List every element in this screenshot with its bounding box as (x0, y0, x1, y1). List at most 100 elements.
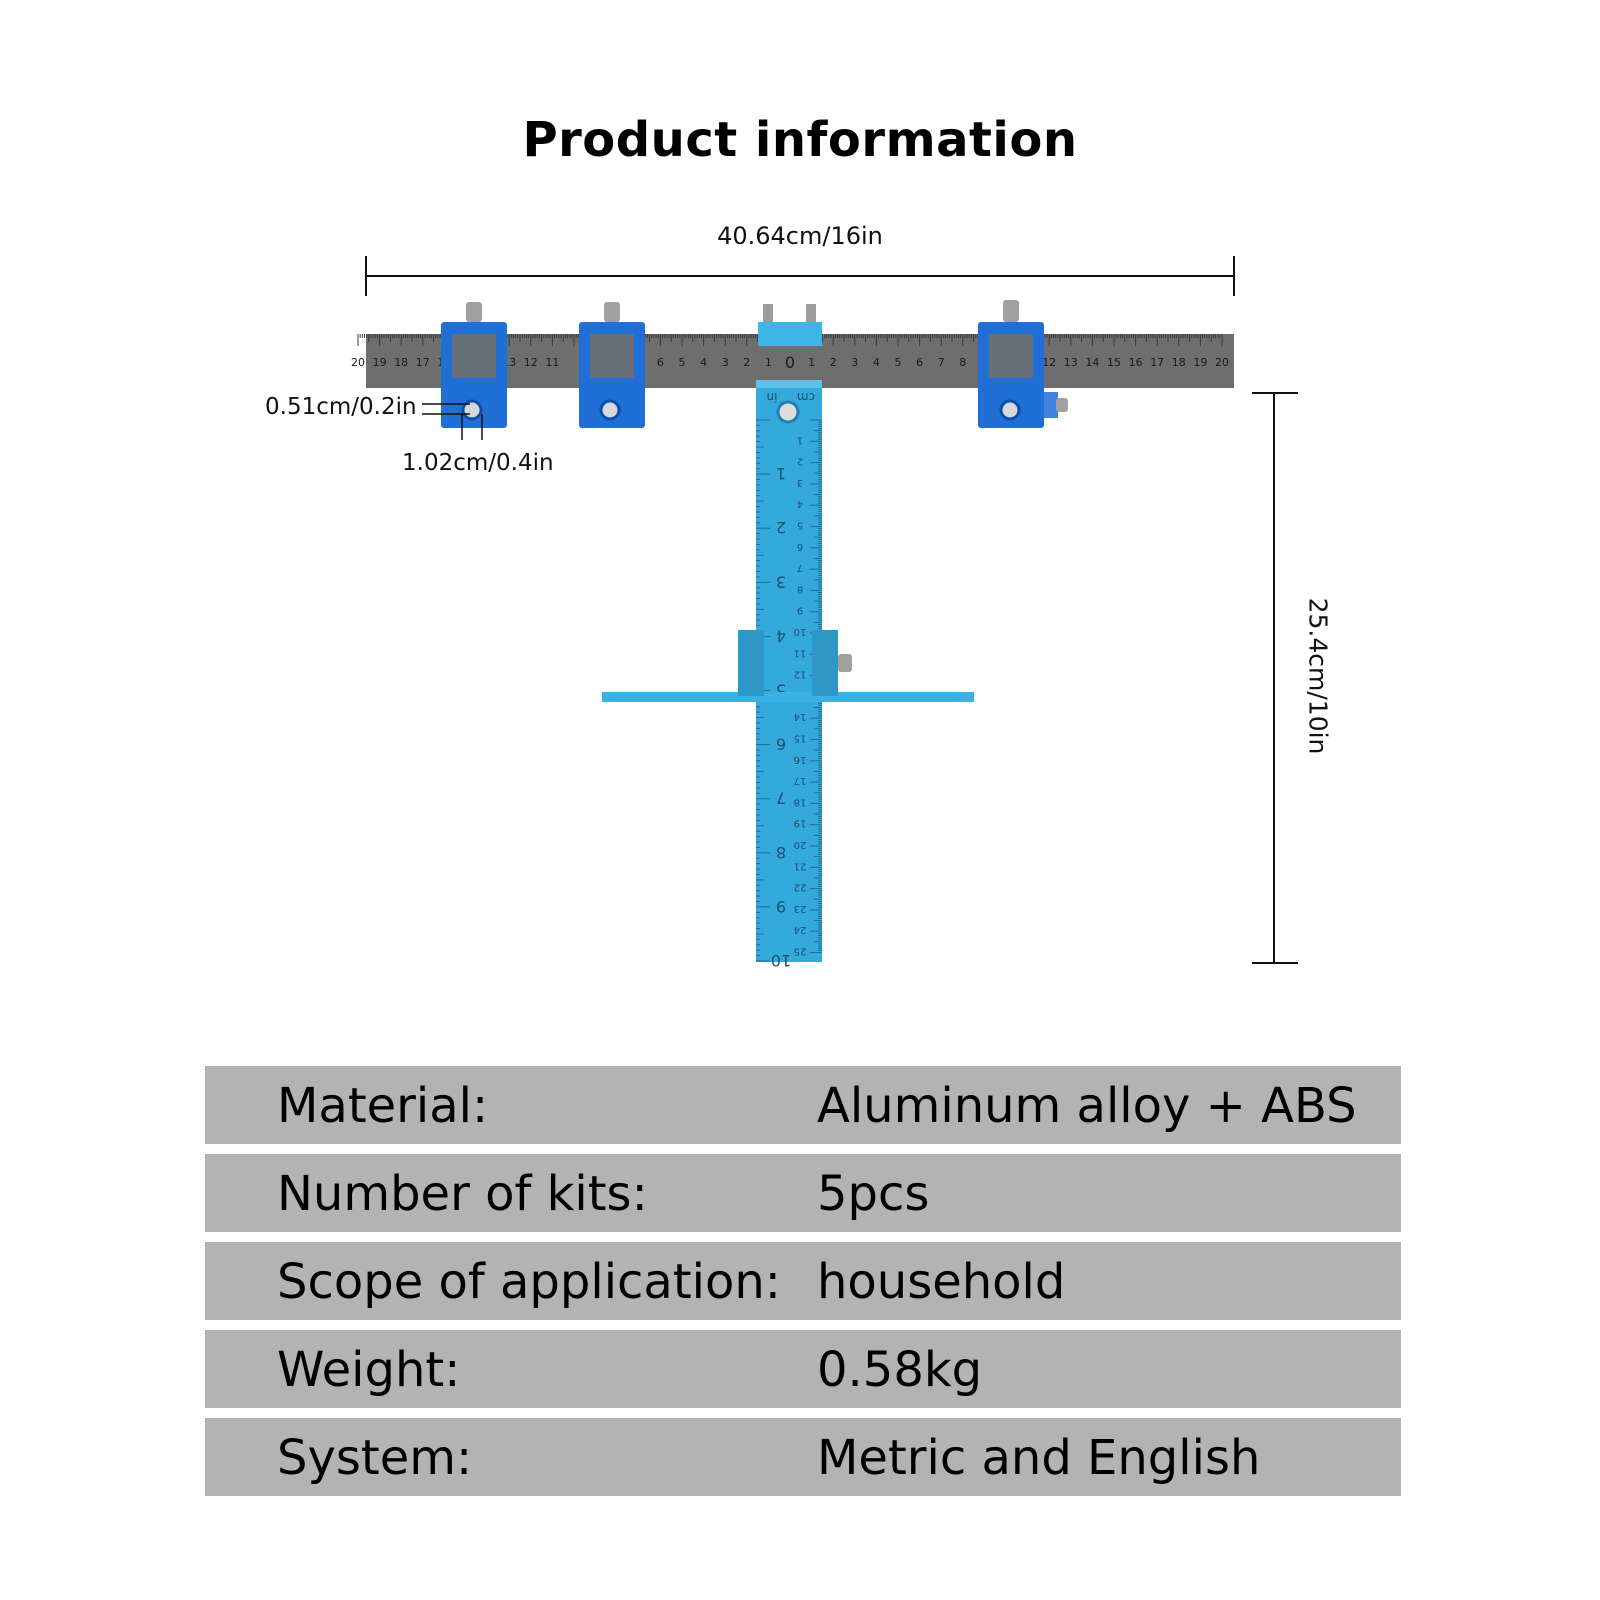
ruler-tick-label: 2 (830, 356, 837, 369)
ruler-cm-label: 6 (797, 541, 803, 552)
ruler-cm-label: 18 (794, 796, 807, 807)
ruler-cm-label: 16 (794, 754, 807, 765)
spec-value: household (817, 1254, 1066, 1310)
ruler-cm-label: 25 (794, 946, 807, 957)
spec-row-kits: Number of kits: 5pcs (205, 1154, 1401, 1232)
ruler-inch-label: 7 (776, 789, 786, 808)
ruler-inch-label: 3 (776, 572, 786, 591)
ruler-tick-label: 13 (1064, 356, 1078, 369)
ruler-tick-label: 18 (1172, 356, 1186, 369)
ruler-tick-label: 19 (373, 356, 387, 369)
sliding-block (441, 302, 507, 428)
ruler-tick-label: 4 (700, 356, 707, 369)
ruler-tick-label: 6 (916, 356, 923, 369)
ruler-tick-label: 19 (1193, 356, 1207, 369)
vertical-ruler (756, 380, 822, 962)
ruler-cm-label: 8 (797, 583, 803, 594)
spec-row-system: System: Metric and English (205, 1418, 1401, 1496)
height-dimension-line (1252, 392, 1298, 964)
ruler-tick-label: 11 (545, 356, 559, 369)
ruler-tick-label: 15 (1107, 356, 1121, 369)
ruler-tick-label: 17 (1150, 356, 1164, 369)
ruler-cm-label: 21 (794, 860, 807, 871)
ruler-tick-label: 5 (679, 356, 686, 369)
ruler-tick-label: 8 (959, 356, 966, 369)
knob-icon (763, 304, 773, 322)
ruler-hole-icon (776, 400, 800, 424)
ruler-tick-label: 14 (1085, 356, 1099, 369)
spec-label: Weight: (277, 1342, 461, 1398)
cross-bar (602, 692, 974, 702)
ruler-tick-label: 3 (851, 356, 858, 369)
ruler-tick-label: 20 (1215, 356, 1229, 369)
ruler-cm-label: 3 (797, 477, 803, 488)
page-title: Product information (522, 112, 1078, 168)
ruler-cm-label: 12 (794, 669, 807, 680)
ruler-tick-label: 18 (394, 356, 408, 369)
ruler-inch-label: 9 (776, 897, 786, 916)
width-dimension-line (365, 256, 1235, 296)
ruler-cm-label: 7 (797, 562, 803, 573)
vertical-ruler-labels: 1234567891011121314151617181920212223242… (771, 434, 807, 970)
ruler-tick-label: 5 (895, 356, 902, 369)
ruler-cm-label: 2 (797, 456, 803, 467)
ruler-tick-label: 4 (873, 356, 880, 369)
ruler-cm-label: 11 (794, 647, 807, 658)
sliding-block (978, 300, 1068, 428)
spec-value: 5pcs (817, 1166, 930, 1222)
ruler-cm-label: 9 (797, 605, 803, 616)
carriage (738, 630, 852, 696)
ruler-tick-label: 12 (1042, 356, 1056, 369)
spec-label: Scope of application: (277, 1254, 781, 1310)
hole-marker-lines (422, 403, 483, 440)
spec-label: System: (277, 1430, 473, 1486)
ruler-inch-label: 4 (776, 626, 786, 645)
ruler-cm-label: 1 (797, 434, 803, 445)
ruler-cm-label: 5 (797, 520, 803, 531)
hole-diameter-label: 0.51cm/0.2in (265, 394, 417, 420)
drilling-jig-illustration: 2019181716151312119865432101234567810111… (351, 256, 1298, 970)
ruler-unit-cm: cm (797, 390, 815, 404)
ruler-inch-label: 2 (776, 518, 786, 537)
spec-label: Number of kits: (277, 1166, 648, 1222)
ruler-cm-label: 22 (794, 882, 807, 893)
spec-label: Material: (277, 1078, 489, 1134)
ruler-cm-label: 17 (794, 775, 807, 786)
spec-row-material: Material: Aluminum alloy + ABS (205, 1066, 1401, 1144)
ruler-cm-label: 14 (794, 711, 807, 722)
sliding-block (579, 302, 645, 428)
ruler-tick-label: 3 (722, 356, 729, 369)
ruler-tick-label: 2 (743, 356, 750, 369)
spec-row-scope: Scope of application: household (205, 1242, 1401, 1320)
ruler-tick-label: 1 (808, 356, 815, 369)
ruler-cm-label: 24 (794, 924, 807, 935)
ruler-inch-label: 10 (771, 951, 791, 970)
ruler-cm-label: 23 (794, 903, 807, 914)
ruler-inch-label: 5 (776, 681, 786, 700)
ruler-cm-label: 4 (797, 498, 803, 509)
spec-value: Metric and English (817, 1430, 1261, 1486)
ruler-tick-label: 6 (657, 356, 664, 369)
spec-value: Aluminum alloy + ABS (817, 1078, 1357, 1134)
spec-value: 0.58kg (817, 1342, 983, 1398)
ruler-cm-label: 20 (794, 839, 807, 850)
ruler-inch-label: 6 (776, 735, 786, 754)
ruler-tick-label: 1 (765, 356, 772, 369)
ruler-inch-label: 8 (776, 843, 786, 862)
ruler-cm-label: 10 (794, 626, 807, 637)
ruler-unit-in: in (767, 390, 778, 404)
ruler-cm-label: 15 (794, 733, 807, 744)
ruler-tick-label: 16 (1129, 356, 1143, 369)
ruler-tick-label: 17 (416, 356, 430, 369)
spec-row-weight: Weight: 0.58kg (205, 1330, 1401, 1408)
top-center-clamp (758, 322, 822, 346)
ruler-tick-label: 20 (351, 356, 365, 369)
knob-icon (806, 304, 816, 322)
ruler-inch-label: 1 (776, 464, 786, 483)
ruler-cm-label: 19 (794, 818, 807, 829)
hole-spacing-label: 1.02cm/0.4in (402, 450, 554, 476)
ruler-tick-label: 0 (785, 353, 795, 372)
ruler-tick-label: 12 (524, 356, 538, 369)
ruler-tick-label: 7 (938, 356, 945, 369)
width-dimension-label: 40.64cm/16in (717, 222, 883, 250)
